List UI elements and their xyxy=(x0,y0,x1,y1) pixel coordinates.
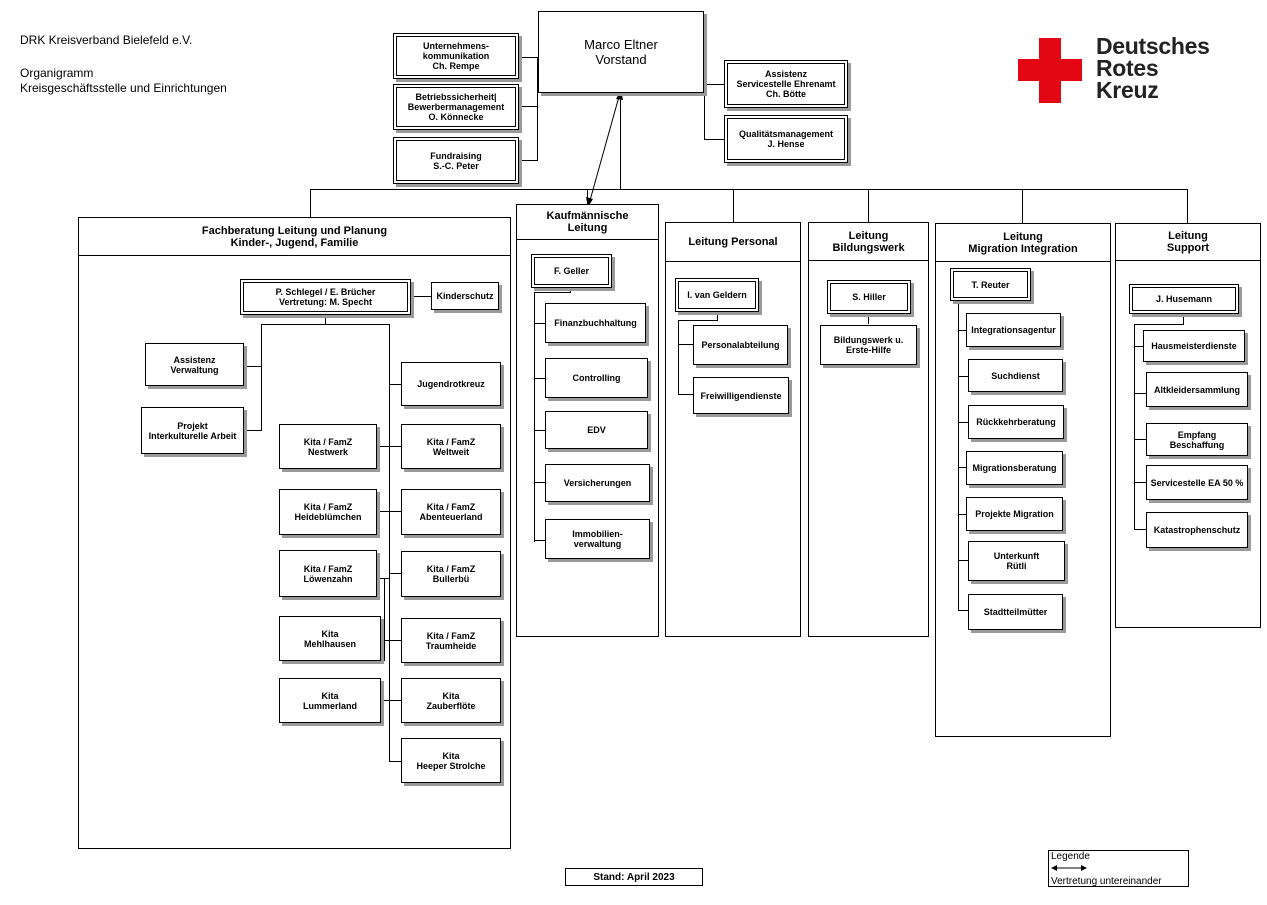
section-personal-title: Leitung Personal xyxy=(666,223,800,262)
freiwilligendienste-box: Freiwilligendienste xyxy=(693,377,789,414)
legend-box: Legende Vertretung untereinander xyxy=(1048,850,1189,887)
double-arrow-icon xyxy=(1051,865,1087,871)
jugendrotkreuz-box: Jugendrotkreuz xyxy=(401,362,501,406)
doc-subtitle: Kreisgeschäftsstelle und Einrichtungen xyxy=(20,81,227,95)
vertretung-arrow xyxy=(586,90,623,207)
suchdienst-box: Suchdienst xyxy=(968,359,1063,392)
stand-label: Stand: April 2023 xyxy=(565,868,703,886)
migration-lead: T. Reuter xyxy=(950,268,1031,301)
kaufmaennisch-lead: F. Geller xyxy=(531,254,612,288)
stadtteilmuetter-box: Stadtteilmütter xyxy=(968,594,1063,630)
finanzbuchhaltung-box: Finanzbuchhaltung xyxy=(545,303,646,343)
bildungswerk-erste-hilfe-box: Bildungswerk u.Erste-Hilfe xyxy=(820,325,917,365)
edv-box: EDV xyxy=(545,411,648,449)
migrationsberatung-box: Migrationsberatung xyxy=(966,451,1063,485)
hausmeisterdienste-box: Hausmeisterdienste xyxy=(1143,330,1245,362)
projekte-migration-box: Projekte Migration xyxy=(966,497,1063,531)
immobilienverwaltung-box: Immobilien-verwaltung xyxy=(545,519,650,559)
servicestelle-ea-box: Servicestelle EA 50 % xyxy=(1146,465,1248,500)
doc-title: Organigramm xyxy=(20,66,94,80)
katastrophenschutz-box: Katastrophenschutz xyxy=(1146,512,1248,548)
altkleidersammlung-box: Altkleidersammlung xyxy=(1146,372,1248,407)
controlling-box: Controlling xyxy=(545,358,648,398)
personal-lead: I. van Geldern xyxy=(675,278,759,312)
rueckkehrberatung-box: Rückkehrberatung xyxy=(968,405,1064,439)
legend-title: Legende xyxy=(1051,851,1090,862)
legend-text: Vertretung untereinander xyxy=(1051,876,1162,887)
integrationsagentur-box: Integrationsagentur xyxy=(966,313,1061,347)
red-cross-icon xyxy=(1018,38,1082,103)
personalabteilung-box: Personalabteilung xyxy=(693,325,788,365)
support-lead: J. Husemann xyxy=(1129,284,1239,314)
kinderschutz-box: Kinderschutz xyxy=(431,282,499,310)
bildung-lead: S. Hiller xyxy=(827,280,911,314)
org-name: DRK Kreisverband Bielefeld e.V. xyxy=(20,33,193,47)
versicherungen-box: Versicherungen xyxy=(545,464,650,502)
